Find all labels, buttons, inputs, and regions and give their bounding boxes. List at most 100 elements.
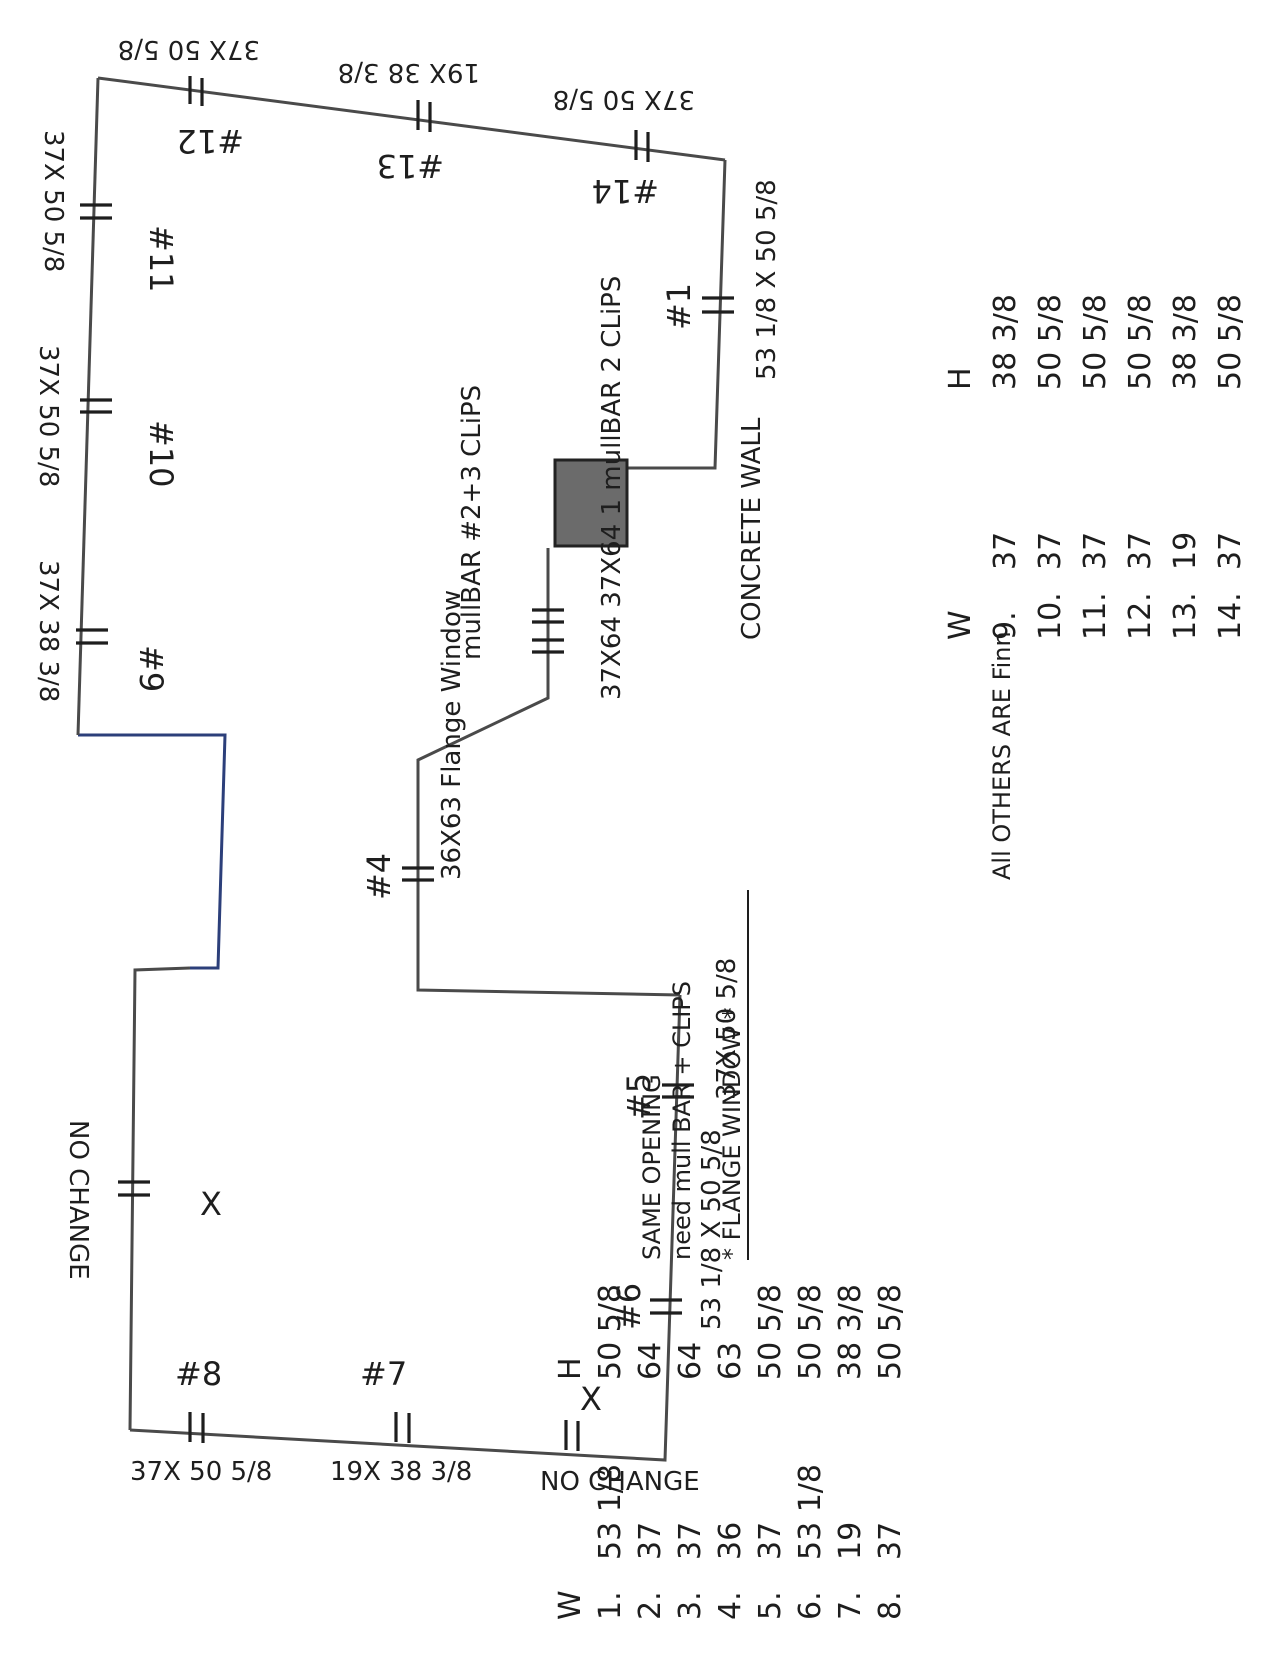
window-marks: [76, 76, 734, 1451]
concrete-wall-note: CONCRETE WALL: [737, 417, 767, 640]
row-number: 6.: [793, 1591, 828, 1620]
window-size-label: 36X63 Flange Window: [437, 590, 467, 880]
building-outline: [76, 76, 727, 1462]
wall-left-upper: [76, 77, 100, 736]
wall-interior-upper: [416, 548, 681, 997]
row-number: 5.: [753, 1591, 788, 1620]
table-left-row: 5. 37 50 5/8: [753, 1284, 788, 1620]
row-number: 3.: [673, 1591, 708, 1620]
window-label: #5: [620, 1073, 658, 1120]
window-label: #12: [176, 122, 244, 160]
table-right-header-h: H: [943, 367, 978, 390]
table-left-row: 1. 53 1/8 50 5/8: [593, 1284, 628, 1620]
row-number: 14.: [1213, 592, 1248, 640]
row-width: 37: [633, 1522, 668, 1560]
concrete-wall-block: [553, 458, 629, 548]
all-others-note: All OTHERS ARE Finn: [988, 631, 1016, 880]
row-height: 50 5/8: [1033, 294, 1068, 390]
table-left-row: 8. 37 50 5/8: [873, 1284, 908, 1620]
window-2-3-note: 37X64 37X64 1 mullBAR 2 CLiPS: [597, 276, 627, 700]
row-width: 37: [1033, 532, 1068, 570]
flange-window-note: * FLANGE WINDOW *: [718, 1007, 746, 1260]
window-size-label: 37X 50 5/8: [38, 130, 68, 272]
window-size-label: 37X 50 5/8: [33, 345, 63, 487]
table-right-row: 14. 37 50 5/8: [1213, 294, 1248, 640]
mullbar-note: mullBAR #2+3 CLiPS: [457, 385, 487, 660]
row-height: 50 5/8: [1213, 294, 1248, 390]
window-size-label: 37X 50 5/8: [130, 1457, 272, 1487]
window-size-label: 37X 50 5/8: [712, 958, 742, 1100]
wall-right-lower: [129, 994, 682, 1462]
row-height: 63: [713, 1342, 748, 1380]
window-label: #11: [142, 225, 180, 293]
row-width: 36: [713, 1522, 748, 1560]
window-size-label: 19X 38 3/8: [338, 57, 480, 87]
same-opening-note: SAME OPENING: [638, 1074, 666, 1260]
no-change-left-x: X: [200, 1185, 222, 1223]
table-right-row: 12. 37 50 5/8: [1123, 294, 1158, 640]
row-number: 12.: [1123, 592, 1158, 640]
row-height: 50 5/8: [793, 1284, 828, 1380]
row-number: 4.: [713, 1591, 748, 1620]
window-label: #13: [376, 147, 444, 185]
row-height: 64: [673, 1342, 708, 1380]
wall-left-lower: [128, 966, 191, 1431]
row-width: 19: [1168, 532, 1203, 570]
window-label: #7: [360, 1355, 407, 1393]
window-label: #9: [132, 645, 170, 692]
table-right-row: 9. 37 38 3/8: [988, 294, 1023, 640]
window-label: #1: [660, 283, 698, 330]
row-width: 19: [833, 1522, 868, 1560]
row-height: 50 5/8: [1078, 294, 1113, 390]
no-change-bottom-x: X: [580, 1380, 602, 1418]
row-width: 37: [673, 1522, 708, 1560]
wall-right-upper: [620, 159, 727, 470]
window-number-labels: #12 #13 #14 #11 #10 #9 #1 #4 #5 #6 #7 #8: [132, 122, 698, 1393]
need-mullbar-note: need mull BAR + CLIPS: [668, 981, 696, 1260]
window-label: #4: [360, 853, 398, 900]
row-number: 9.: [988, 611, 1023, 640]
row-height: 38 3/8: [833, 1284, 868, 1380]
window-label: #10: [142, 420, 180, 488]
window-size-label: 37X 38 3/8: [33, 560, 63, 702]
row-width: 37: [1078, 532, 1113, 570]
table-right-row: 11. 37 50 5/8: [1078, 294, 1113, 640]
row-number: 2.: [633, 1591, 668, 1620]
row-width: 53 1/8: [793, 1464, 828, 1560]
table-right-header-w: W: [943, 610, 978, 640]
window-size-labels: 37X 50 5/8 19X 38 3/8 37X 50 5/8 37X 50 …: [33, 34, 782, 1487]
row-number: 7.: [833, 1591, 868, 1620]
no-change-left-label: NO CHANGE: [63, 1120, 93, 1280]
table-right-row: 13. 19 38 3/8: [1168, 294, 1203, 640]
row-width: 37: [753, 1522, 788, 1560]
row-number: 13.: [1168, 592, 1203, 640]
row-height: 50 5/8: [753, 1284, 788, 1380]
row-number: 10.: [1033, 592, 1068, 640]
table-left-header-h: H: [553, 1357, 588, 1380]
table-left: W H 1. 53 1/8 50 5/8 2. 37 64 3. 37 64 4…: [553, 890, 908, 1620]
row-width: 53 1/8: [593, 1464, 628, 1560]
row-width: 37: [1213, 532, 1248, 570]
table-left-row: 3. 37 64: [673, 1342, 708, 1620]
table-left-header-w: W: [553, 1590, 588, 1620]
window-size-label: 53 1/8 X 50 5/8: [752, 179, 782, 380]
plan-notes: mullBAR #2+3 CLiPS 37X64 37X64 1 mullBAR…: [63, 276, 767, 1497]
row-number: 11.: [1078, 592, 1113, 640]
table-left-row: 4. 36 63: [713, 1342, 748, 1620]
row-width: 37: [988, 532, 1023, 570]
row-number: 1.: [593, 1591, 628, 1620]
table-right-row: 10. 37 50 5/8: [1033, 294, 1068, 640]
window-label: #6: [610, 1283, 648, 1330]
table-left-row: 6. 53 1/8 50 5/8: [793, 1284, 828, 1620]
row-height: 38 3/8: [1168, 294, 1203, 390]
table-left-row: 7. 19 38 3/8: [833, 1284, 868, 1620]
no-change-bottom-label: NO CHANGE: [540, 1467, 700, 1497]
row-height: 64: [633, 1342, 668, 1380]
row-width: 37: [1123, 532, 1158, 570]
window-size-label: 19X 38 3/8: [330, 1457, 472, 1487]
window-size-label: 37X 50 5/8: [553, 84, 695, 114]
window-label: #8: [175, 1355, 222, 1393]
table-right: W H 9. 37 38 3/8 10. 37 50 5/8 11. 37 50…: [943, 294, 1248, 640]
